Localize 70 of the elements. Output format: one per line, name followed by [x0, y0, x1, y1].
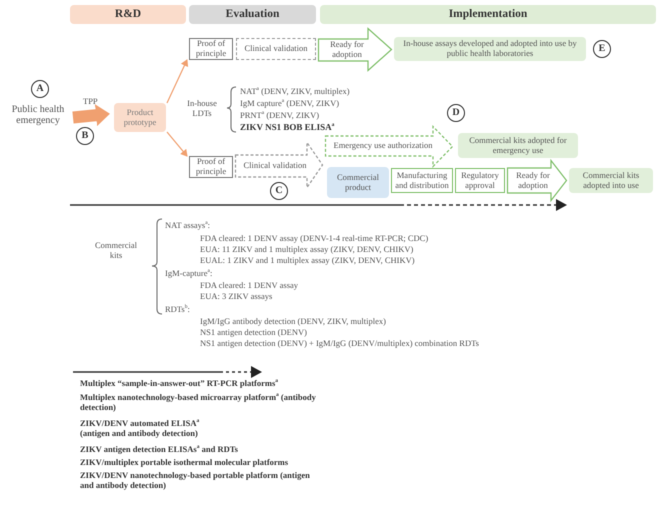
box-label: Product prototype — [122, 108, 158, 128]
box-label: Proof of principle — [194, 157, 228, 177]
assay-note: PRNT$^{a}$ (DENV, ZIKV) — [240, 110, 320, 120]
phase-title: R&D — [114, 8, 142, 22]
process-box — [569, 168, 653, 193]
callout-letter: E — [598, 43, 606, 55]
box-label: Regulatory approval — [460, 170, 500, 190]
block-arrow-shape — [318, 28, 392, 71]
assay-note: NS1 antigen detection (DENV) — [200, 327, 307, 338]
assay-note: IgM capture$^{a}$ (DENV, ZIKV) — [240, 98, 340, 108]
edge-label: TPP — [83, 96, 98, 106]
arrow-label: Clinical validation — [243, 161, 307, 171]
arrow — [166, 132, 188, 157]
arrow — [166, 59, 188, 104]
assay-note: NAT assays$^{a}$: — [165, 220, 210, 230]
phase-header — [70, 5, 186, 24]
assay-note: EUAL: 1 ZIKV and 1 multiplex assay (ZIKV, DENV, CHIKV) — [200, 255, 415, 266]
callout-letter: D — [452, 107, 460, 119]
process-box — [327, 167, 389, 198]
platform-note: ZIKV/DENV nanotechnology-based portable platform (antigen and antibody detection) — [80, 470, 311, 490]
callout-circle — [447, 104, 465, 122]
callout-letter: C — [275, 185, 283, 197]
callout-letter: B — [82, 130, 88, 142]
box-label: Manufacturing and distribution — [394, 170, 450, 190]
assay-note: EUA: 3 ZIKV assays — [200, 291, 272, 302]
callout-circle — [31, 80, 49, 98]
box-label: Commercial product — [336, 172, 380, 192]
process-box — [458, 133, 578, 158]
arrow-label: Ready for adoption — [515, 170, 551, 190]
process-box — [189, 38, 233, 60]
callout-circle — [270, 182, 288, 200]
process-box — [189, 156, 233, 178]
block-arrow-shape — [235, 142, 323, 188]
assay-note: IgM/IgG antibody detection (DENV, ZIKV, multiplex) — [200, 316, 386, 326]
process-box — [114, 103, 166, 132]
phase-header — [189, 5, 316, 24]
node-text: Public health emergency — [10, 104, 66, 126]
phase-title: Evaluation — [226, 8, 280, 22]
assay-note: FDA cleared: 1 DENV assay — [200, 280, 298, 290]
node-text: In-house LDTs — [186, 99, 218, 119]
platform-note: ZIKV/multiplex portable isothermal molecular platforms — [80, 457, 288, 468]
box-label: Clinical validation — [244, 44, 308, 54]
block-arrow-shape — [507, 160, 567, 201]
assay-note: NS1 antigen detection (DENV) + IgM/IgG (DENV/multiplex) combination RDTs — [200, 338, 479, 348]
box-label: Commercial kits adopted into use — [582, 170, 640, 190]
box-label: In-house assays developed and adopted into use by public health laboratories — [402, 39, 578, 59]
platform-note: ZIKV antigen detection ELISAs$^{a}$ and RDTs — [80, 444, 238, 454]
assay-note: NAT$^{a}$ (DENV, ZIKV, multiplex) — [240, 86, 350, 96]
platform-note: Multiplex nanotechnology-based microarray platform$^{a}$ (antibody detection) — [80, 392, 317, 412]
assay-note: FDA cleared: 1 DENV assay (DENV-1-4 real-time RT-PCR; CDC) — [200, 233, 428, 244]
assay-note: RDTs$^{b}$: — [165, 304, 190, 314]
phase-header — [320, 5, 656, 24]
dashed-box — [236, 38, 316, 60]
assay-note: EUA: 11 ZIKV and 1 multiplex assay (ZIKV, DENV, CHIKV) — [200, 244, 414, 254]
box-label: Proof of principle — [194, 39, 228, 59]
callout-circle — [76, 127, 94, 145]
platform-note: ZIKV NS1 BOB ELISA$^{a}$ — [240, 122, 334, 133]
phase-title: Implementation — [448, 8, 528, 22]
box-label: Commercial kits adopted for emergency use — [468, 136, 568, 156]
platform-note: Multiplex “sample-in-answer-out” RT-PCR platforms$^{a}$ — [80, 378, 278, 388]
block-arrow — [72, 104, 110, 126]
platform-note: ZIKV/DENV automated ELISA$^{a}$ (antigen and antibody detection) — [80, 418, 200, 438]
node-text: Commercial kits — [94, 241, 138, 261]
process-box — [455, 168, 505, 193]
arrow-label: Ready for adoption — [329, 40, 365, 60]
arrow-label: Emergency use authorization — [334, 141, 432, 151]
process-box — [394, 37, 586, 61]
assay-note: IgM-capture$^{a}$: — [165, 268, 212, 278]
callout-letter: A — [36, 83, 44, 95]
callout-circle — [593, 40, 611, 58]
